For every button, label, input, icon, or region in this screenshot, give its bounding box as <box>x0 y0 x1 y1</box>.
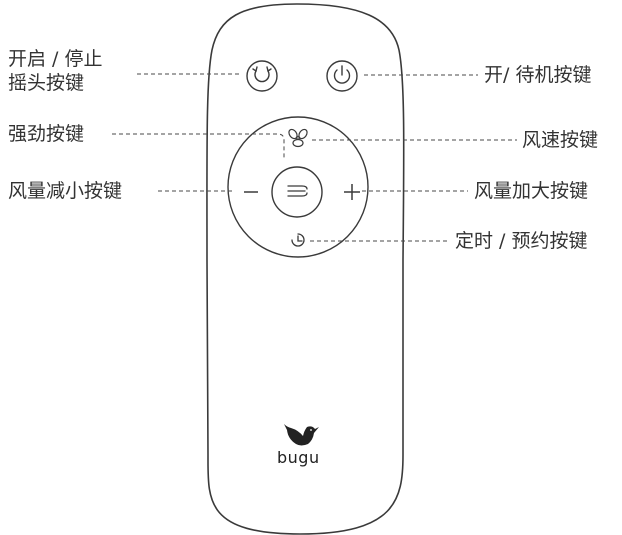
leader-strong <box>112 133 285 160</box>
swing-rotate-icon <box>252 66 272 83</box>
swing-label-line2: 摇头按键 <box>8 72 85 94</box>
bird-logo-icon <box>284 424 319 446</box>
strong-label: 强劲按键 <box>8 123 85 145</box>
timer-label: 定时 / 预约按键 <box>455 230 588 252</box>
wind-down-label: 风量减小按键 <box>8 180 123 202</box>
wind-icon <box>287 185 308 197</box>
wind-up-label: 风量加大按键 <box>474 180 589 202</box>
fan-icon[interactable] <box>287 128 308 148</box>
power-label: 开/ 待机按键 <box>484 64 592 86</box>
control-ring <box>227 116 369 258</box>
brand-name: bugu <box>277 448 320 467</box>
timer-icon[interactable] <box>291 233 305 247</box>
remote-outline <box>206 3 405 535</box>
swing-label-line1: 开启 / 停止 <box>8 48 103 70</box>
leader-lines <box>112 73 517 242</box>
fan-speed-label: 风速按键 <box>522 129 599 151</box>
strong-button[interactable] <box>271 166 323 218</box>
plus-icon[interactable] <box>344 184 360 200</box>
swing-button[interactable] <box>246 60 278 92</box>
power-button[interactable] <box>326 60 358 92</box>
power-icon <box>333 65 351 84</box>
